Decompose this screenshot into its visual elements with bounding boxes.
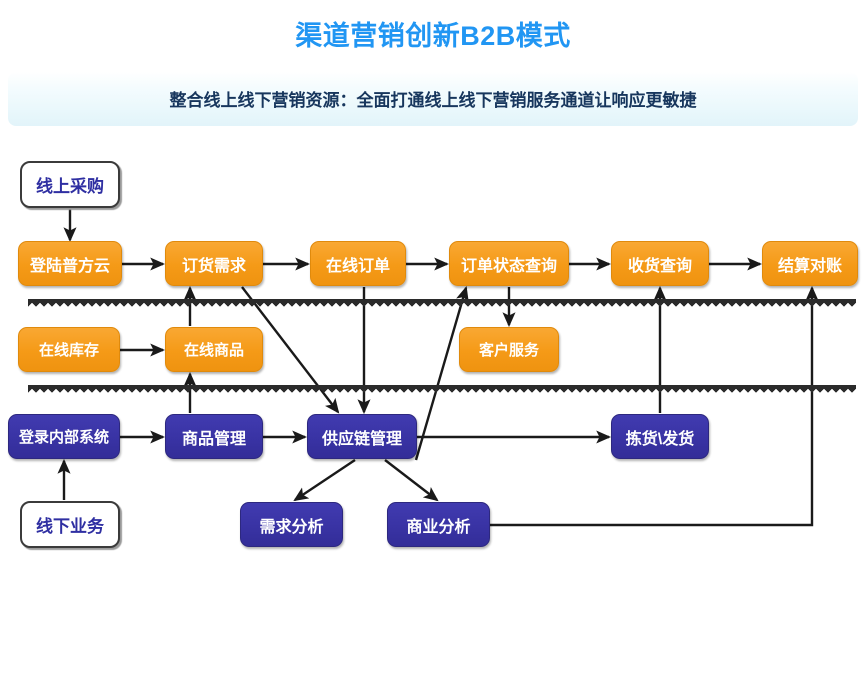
node-order-status-query[interactable]: 订单状态查询	[449, 241, 569, 286]
node-pick-ship[interactable]: 拣货\发货	[611, 414, 709, 459]
lane-divider-bottom	[28, 385, 856, 394]
edge-supply-chain-to-demand-analysis	[293, 459, 356, 502]
node-login-pufang-cloud[interactable]: 登陆普方云	[18, 241, 122, 286]
node-goods-management[interactable]: 商品管理	[165, 414, 263, 459]
node-customer-service[interactable]: 客户服务	[459, 327, 559, 372]
subtitle-text: 整合线上线下营销资源：全面打通线上线下营销服务通道让响应更敏捷	[169, 91, 697, 110]
edge-supply-chain-to-business-analysis	[384, 459, 439, 502]
node-order-demand[interactable]: 订货需求	[165, 241, 263, 286]
lane-divider-top	[28, 299, 856, 308]
node-demand-analysis[interactable]: 需求分析	[240, 502, 343, 547]
node-login-internal[interactable]: 登录内部系统	[8, 414, 120, 459]
node-online-goods[interactable]: 在线商品	[165, 327, 263, 372]
page-title: 渠道营销创新B2B模式	[295, 21, 571, 51]
node-receipt-query[interactable]: 收货查询	[611, 241, 709, 286]
node-online-purchase[interactable]: 线上采购	[20, 161, 120, 208]
node-online-stock[interactable]: 在线库存	[18, 327, 120, 372]
node-business-analysis[interactable]: 商业分析	[387, 502, 490, 547]
node-settlement[interactable]: 结算对账	[762, 241, 858, 286]
node-offline-business[interactable]: 线下业务	[20, 501, 120, 548]
node-online-order[interactable]: 在线订单	[310, 241, 406, 286]
subtitle-band	[8, 72, 858, 126]
edge-supply-chain-to-order-status	[414, 285, 469, 461]
edge-business-analysis-to-settlement	[490, 285, 819, 527]
node-supply-chain-mgmt[interactable]: 供应链管理	[307, 414, 417, 459]
